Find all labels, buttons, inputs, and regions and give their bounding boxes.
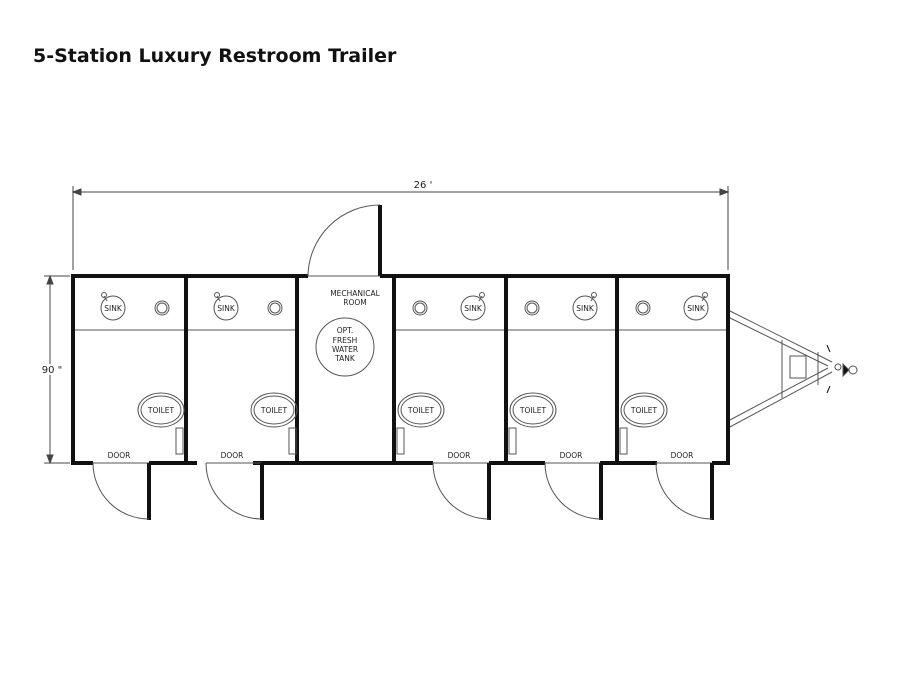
svg-text:OPT.: OPT. [337,326,354,335]
door-label: DOOR [671,451,694,460]
svg-text:SINK: SINK [464,304,483,313]
walls [71,274,730,465]
width-dimension [44,274,70,465]
restroom-station: SINK TOILET DOOR [508,292,603,520]
svg-text:TOILET: TOILET [147,406,175,415]
svg-text:SINK: SINK [217,304,236,313]
sink: SINK [460,292,486,321]
svg-text:SINK: SINK [687,304,706,313]
sink: SINK [683,292,709,321]
fresh-water-tank: OPT. FRESH WATER TANK [315,317,375,377]
restroom-station: SINK TOILET DOOR [619,292,714,520]
trailer-tongue [727,309,858,429]
toilet: TOILET [137,392,185,428]
mechanical-room-label: ROOM [343,298,367,307]
width-label: 90 " [42,365,63,376]
hand-basin-icon [412,300,428,316]
svg-text:TOILET: TOILET [407,406,435,415]
length-label: 26 ' [414,180,433,191]
hand-basin-icon [635,300,651,316]
hand-basin-icon [154,300,170,316]
station-door[interactable] [432,462,491,520]
svg-text:SINK: SINK [104,304,123,313]
sink: SINK [213,292,239,321]
hand-basin-icon [524,300,540,316]
svg-text:FRESH: FRESH [333,336,358,345]
toilet: TOILET [397,392,445,428]
toilet: TOILET [509,392,557,428]
mechanical-room-door[interactable] [307,204,382,277]
door-label: DOOR [221,451,244,460]
sink: SINK [100,292,126,321]
toilet: TOILET [250,392,298,428]
restroom-station: SINK TOILET DOOR [396,292,491,520]
svg-text:TOILET: TOILET [630,406,658,415]
sink: SINK [572,292,598,321]
station-door[interactable] [205,462,264,520]
page-title: 5-Station Luxury Restroom Trailer [33,45,397,67]
door-label: DOOR [560,451,583,460]
restroom-station: SINK TOILET DOOR [205,292,298,520]
svg-text:TOILET: TOILET [260,406,288,415]
restroom-station: SINK TOILET DOOR [92,292,185,520]
door-label: DOOR [108,451,131,460]
toilet: TOILET [620,392,668,428]
station-door[interactable] [544,462,603,520]
svg-text:TANK: TANK [334,354,356,363]
station-door[interactable] [92,462,151,520]
svg-text:TOILET: TOILET [519,406,547,415]
mechanical-room-label: MECHANICAL [330,289,380,298]
station-door[interactable] [655,462,714,520]
svg-text:SINK: SINK [576,304,595,313]
door-label: DOOR [448,451,471,460]
length-dimension [71,186,730,270]
hand-basin-icon [267,300,283,316]
svg-text:WATER: WATER [332,345,358,354]
